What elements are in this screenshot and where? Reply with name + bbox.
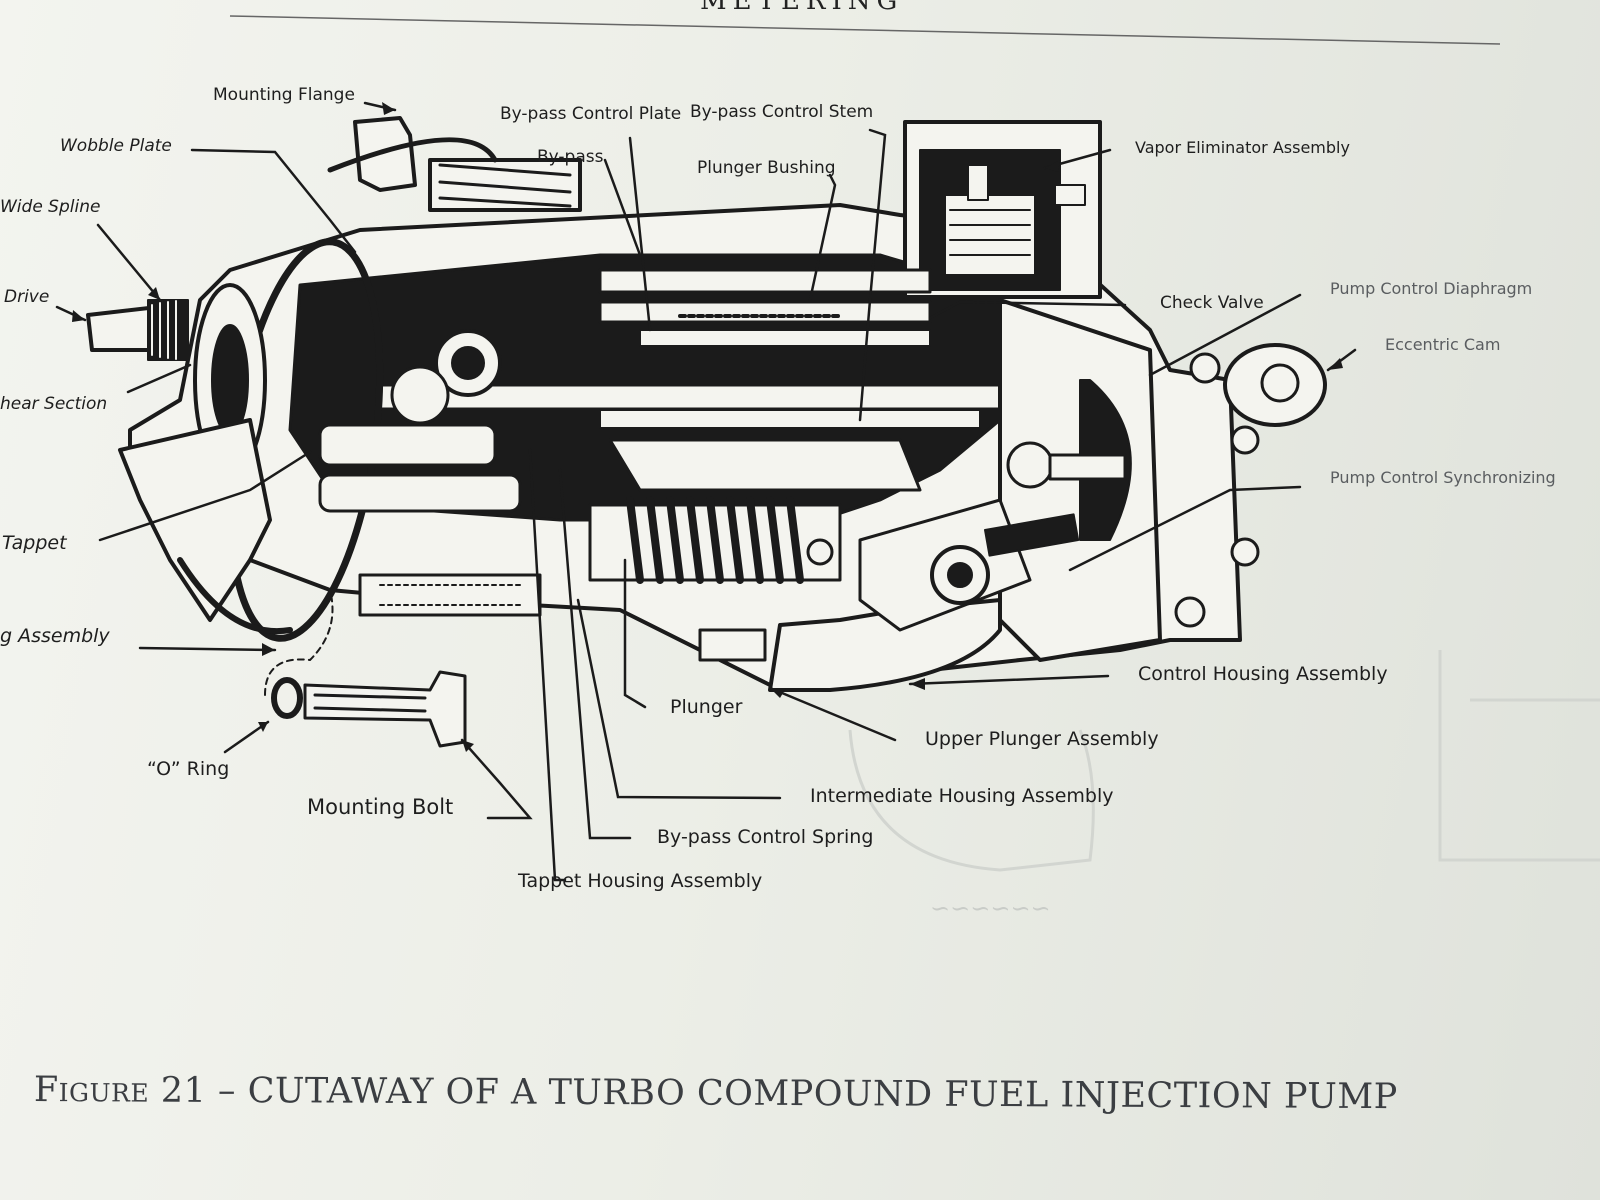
- page-header: METERING: [700, 0, 904, 16]
- label-shear-section: hear Section: [0, 394, 108, 414]
- label-plunger: Plunger: [670, 696, 743, 718]
- leader-tappet-housing: [528, 448, 567, 882]
- label-wobble-plate: Wobble Plate: [60, 136, 172, 156]
- vapor-eliminator-float: [944, 194, 1036, 276]
- leader-wide-spline: [96, 223, 162, 302]
- figure-number: 21 –: [160, 1070, 237, 1112]
- figure-number-word: Figure: [33, 1070, 150, 1111]
- lower-mounting-bolt: [358, 573, 542, 617]
- tappet-upper: [318, 423, 497, 467]
- control-rod: [984, 513, 1080, 557]
- label-bypass-control-plate: By-pass Control Plate: [500, 104, 682, 124]
- plunger-spring: [626, 496, 804, 584]
- figure-caption: Figure 21 – CUTAWAY OF A TURBO COMPOUND …: [34, 1070, 1398, 1117]
- leader-pump-control-diaphragm: [1148, 293, 1302, 377]
- leader-check-valve: [928, 300, 1127, 320]
- leader-bypass: [603, 158, 642, 257]
- vapor-eliminator-cap: [1054, 184, 1086, 206]
- label-plunger-bushing: Plunger Bushing: [697, 158, 836, 178]
- leader-spring-assembly: [138, 646, 277, 652]
- label-bypass: By-pass: [537, 147, 604, 167]
- show-through-shapes: [848, 650, 1600, 872]
- pump-body: [86, 116, 1327, 748]
- leader-plunger-bushing: [808, 173, 837, 302]
- label-control-housing: Control Housing Assembly: [1138, 663, 1388, 685]
- tappet-lower: [318, 473, 522, 513]
- label-bypass-control-stem: By-pass Control Stem: [690, 102, 874, 122]
- label-drive: Drive: [4, 287, 50, 307]
- label-tappet-housing: Tappet Housing Assembly: [518, 870, 763, 892]
- label-mounting-flange: Mounting Flange: [213, 85, 355, 105]
- lower-left-housing: [118, 418, 272, 622]
- leader-wobble-plate: [190, 148, 357, 254]
- leader-plunger: [623, 558, 647, 709]
- leader-tappet: [98, 450, 312, 542]
- label-vapor-eliminator: Vapor Eliminator Assembly: [1135, 138, 1350, 157]
- mounting-flange: [353, 116, 417, 192]
- label-pump-control-diaphragm: Pump Control Diaphragm: [1330, 279, 1533, 298]
- leader-intermediate-housing: [576, 598, 782, 800]
- label-wide-spline: Wide Spline: [0, 197, 101, 217]
- label-bypass-control-spring: By-pass Control Spring: [657, 826, 874, 848]
- leader-arrowheads: [72, 102, 1343, 752]
- leader-pump-control-synchronizing: [1068, 485, 1302, 572]
- label-check-valve: Check Valve: [1160, 293, 1264, 313]
- label-spring-assembly: g Assembly: [0, 625, 110, 647]
- mounting-flange-curve: [327, 137, 498, 173]
- figure-title: CUTAWAY OF A TURBO COMPOUND FUEL INJECTI…: [247, 1071, 1398, 1118]
- o-ring-shape: [271, 677, 303, 719]
- flange-ribs: [438, 163, 572, 208]
- leader-control-housing: [908, 674, 1110, 686]
- leader-bypass-control-spring: [558, 468, 632, 840]
- label-pump-control-synchronizing: Pump Control Synchronizing: [1330, 468, 1556, 487]
- label-o-ring: “O” Ring: [147, 758, 230, 780]
- label-eccentric-cam: Eccentric Cam: [1385, 335, 1501, 354]
- label-upper-plunger: Upper Plunger Assembly: [925, 728, 1159, 750]
- leader-upper-plunger: [768, 686, 897, 742]
- leader-bypass-control-plate: [628, 136, 652, 332]
- label-intermediate-housing: Intermediate Housing Assembly: [810, 785, 1114, 807]
- label-tappet: Tappet: [2, 532, 67, 554]
- leader-lines: [55, 101, 1357, 882]
- label-mounting-bolt: Mounting Bolt: [307, 795, 454, 819]
- leader-shear-section: [126, 363, 192, 394]
- header-rule: [229, 15, 1501, 45]
- leader-bypass-control-stem: [858, 128, 887, 422]
- leader-mounting-bolt: [460, 738, 533, 820]
